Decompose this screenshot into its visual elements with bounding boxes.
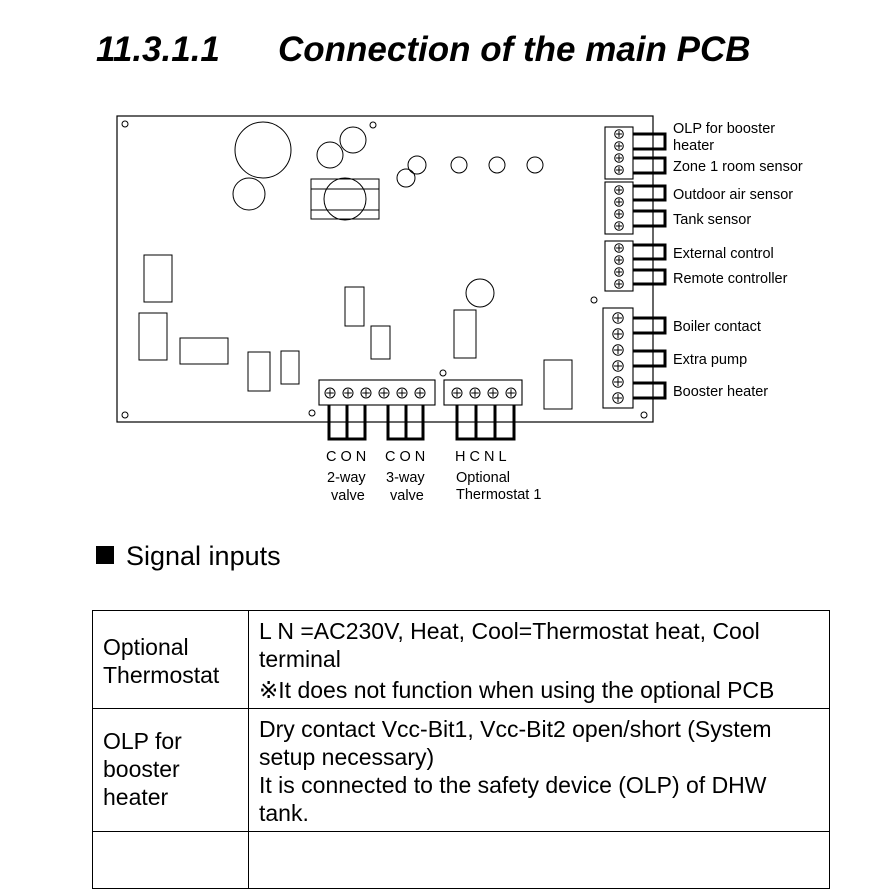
- olp-booster-label-2: heater: [673, 138, 714, 154]
- screw-cross: [614, 330, 622, 338]
- valve3-label-2: valve: [390, 488, 424, 504]
- thermostat-pins: H C N L: [455, 449, 507, 465]
- right-labels: OLP for booster heater Zone 1 room senso…: [673, 121, 803, 400]
- signal-desc-line: setup necessary): [259, 744, 435, 770]
- screw-cross: [615, 166, 623, 174]
- mounting-holes: [121, 120, 648, 419]
- signal-description-cell: Dry contact Vcc-Bit1, Vcc-Bit2 open/shor…: [248, 708, 830, 832]
- olp-booster-label: OLP for booster: [673, 121, 775, 137]
- signal-desc-line: L N =AC230V, Heat, Cool=Thermostat heat,…: [259, 618, 760, 644]
- screw-cross: [471, 389, 479, 397]
- extra-pump-label: Extra pump: [673, 352, 747, 368]
- pcb-board: [116, 115, 654, 423]
- signal-desc-line: tank.: [259, 800, 309, 826]
- signal-description-cell: [248, 831, 830, 889]
- bottom-terminal-blocks: [318, 379, 523, 406]
- pcb-wiring-diagram: OLP for booster heater Zone 1 room senso…: [116, 115, 803, 504]
- pcb-components: [138, 121, 573, 410]
- screw-cross: [615, 244, 623, 252]
- screw-cross: [416, 389, 424, 397]
- section-number: 11.3.1.1: [96, 30, 220, 69]
- section-title: Connection of the main PCB: [278, 30, 751, 69]
- right-wires: [633, 132, 667, 400]
- boiler-contact-label: Boiler contact: [673, 319, 761, 335]
- outdoor-sensor-label: Outdoor air sensor: [673, 187, 793, 203]
- screw-cross: [615, 268, 623, 276]
- signal-inputs-table: Optional Thermostat L N =AC230V, Heat, C…: [92, 610, 830, 889]
- signal-inputs-title: Signal inputs: [126, 541, 281, 571]
- screw-cross: [344, 389, 352, 397]
- screw-cross: [615, 222, 623, 230]
- valve2-pins: C O N: [326, 449, 366, 465]
- screw-cross: [362, 389, 370, 397]
- black-square-bullet: [96, 546, 114, 564]
- signal-desc-line: It is connected to the safety device (OL…: [259, 772, 767, 798]
- signal-name-line: booster: [103, 756, 180, 782]
- signal-name-cell: Optional Thermostat: [92, 610, 249, 709]
- screw-cross: [614, 346, 622, 354]
- thermostat-label: Optional: [456, 470, 510, 486]
- screw-cross: [398, 389, 406, 397]
- table-row: [92, 831, 830, 889]
- screw-cross: [614, 394, 622, 402]
- valve2-label: 2-way: [327, 470, 366, 486]
- thermostat-label-2: Thermostat 1: [456, 487, 541, 503]
- screw-cross: [615, 210, 623, 218]
- screw-cross: [615, 142, 623, 150]
- bottom-wires: [327, 405, 516, 441]
- zone1-sensor-label: Zone 1 room sensor: [673, 159, 803, 175]
- signal-name-line: OLP for: [103, 728, 182, 754]
- signal-name-line: heater: [103, 784, 169, 810]
- screw-cross: [615, 198, 623, 206]
- remote-controller-label: Remote controller: [673, 271, 788, 287]
- screw-cross: [615, 186, 623, 194]
- screw-cross: [614, 362, 622, 370]
- right-terminal-screws: [612, 129, 624, 404]
- bottom-labels: C O N C O N H C N L 2-way valve 3-way va…: [326, 449, 541, 504]
- table-row: Optional Thermostat L N =AC230V, Heat, C…: [92, 610, 830, 709]
- booster-heater-label: Booster heater: [673, 384, 768, 400]
- signal-name-cell: [92, 831, 249, 889]
- signal-desc-line: terminal: [259, 646, 341, 672]
- screw-cross: [615, 130, 623, 138]
- valve2-label-2: valve: [331, 488, 365, 504]
- screw-cross: [614, 314, 622, 322]
- screw-cross: [489, 389, 497, 397]
- table-row: OLP for booster heater Dry contact Vcc-B…: [92, 708, 830, 832]
- screw-cross: [615, 256, 623, 264]
- screw-cross: [615, 154, 623, 162]
- screw-cross: [453, 389, 461, 397]
- screw-cross: [615, 280, 623, 288]
- signal-inputs-heading: Signal inputs: [96, 541, 281, 572]
- signal-name-line: Optional: [103, 634, 189, 660]
- screw-cross: [507, 389, 515, 397]
- section-heading: 11.3.1.1 Connection of the main PCB: [96, 30, 751, 70]
- valve3-pins: C O N: [385, 449, 425, 465]
- screw-cross: [614, 378, 622, 386]
- tank-sensor-label: Tank sensor: [673, 212, 751, 228]
- signal-desc-line: Dry contact Vcc-Bit1, Vcc-Bit2 open/shor…: [259, 716, 772, 742]
- bottom-terminal-screws: [324, 387, 517, 399]
- screw-cross: [380, 389, 388, 397]
- signal-name-line: Thermostat: [103, 662, 220, 688]
- screw-cross: [326, 389, 334, 397]
- external-control-label: External control: [673, 246, 774, 262]
- signal-desc-line: ※It does not function when using the opt…: [259, 677, 775, 703]
- signal-description-cell: L N =AC230V, Heat, Cool=Thermostat heat,…: [248, 610, 830, 709]
- valve3-label: 3-way: [386, 470, 425, 486]
- signal-name-cell: OLP for booster heater: [92, 708, 249, 832]
